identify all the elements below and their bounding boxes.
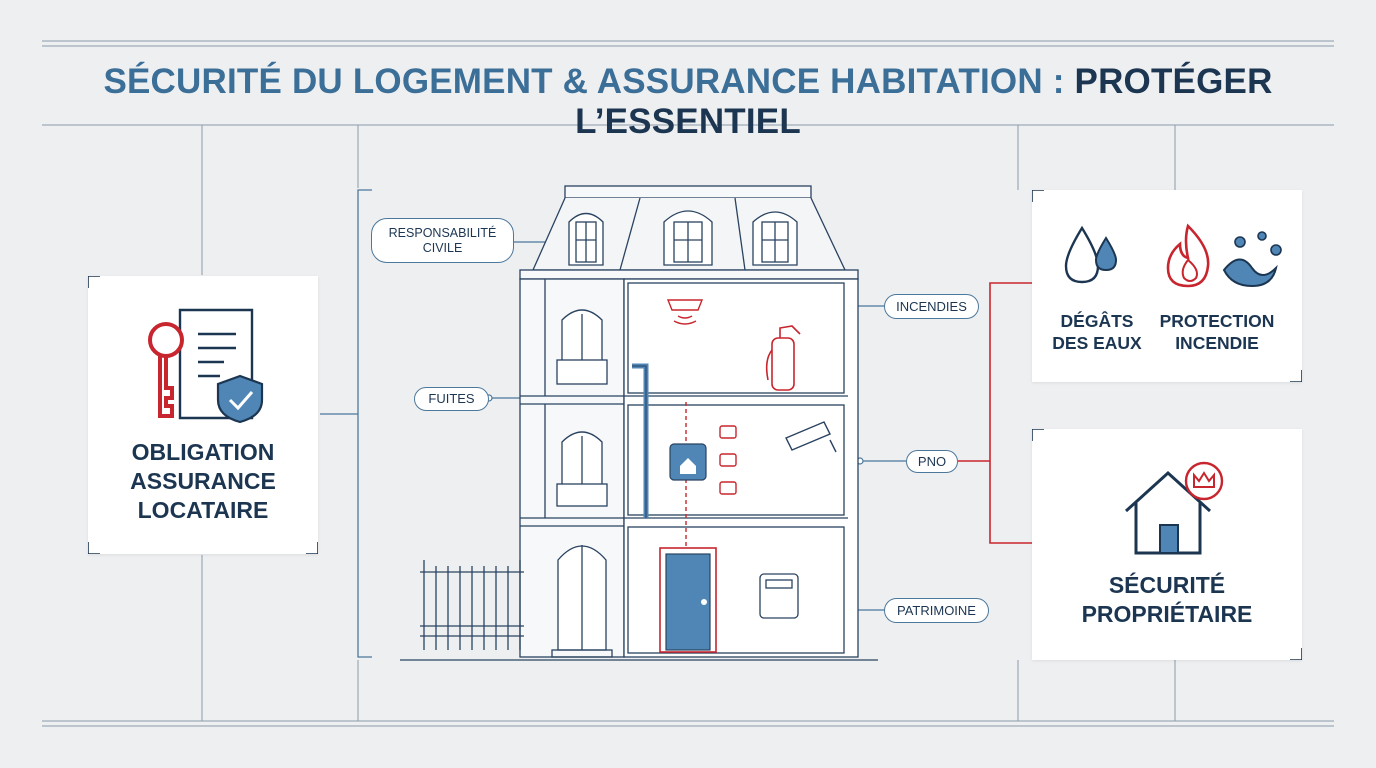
document-lines: [198, 332, 236, 378]
callout-incendies: INCENDIES: [884, 294, 979, 319]
label-line: LOCATAIRE: [137, 496, 269, 523]
key-icon: [148, 322, 184, 418]
label-line: SÉCURITÉ: [1108, 572, 1226, 598]
label-line: INCENDIE: [1175, 332, 1259, 353]
alarm-keypad-icon: [759, 573, 799, 619]
flame-icon: [1166, 223, 1210, 288]
key-document-shield-icon: [148, 308, 264, 424]
red-connectors: [958, 282, 1032, 544]
callout-fuites: FUITES: [414, 387, 489, 411]
house-crown-icon: [1124, 461, 1224, 555]
water-pipe-icon: [632, 363, 649, 518]
card-degats-protection: DÉGÂTS DES EAUX PROTECTION INCENDIE: [1032, 190, 1302, 382]
label-securite-proprietaire: SÉCURITÉ PROPRIÉTAIRE: [1032, 571, 1302, 629]
callout-line: CIVILE: [422, 240, 463, 255]
label-line: PROPRIÉTAIRE: [1081, 600, 1253, 627]
smoke-detector-icon: [666, 299, 704, 325]
callout-pno: PNO: [906, 450, 958, 473]
title-part2: PROTÉGER L’ESSENTIEL: [575, 62, 1273, 141]
card-obligation-label: OBLIGATION ASSURANCE LOCATAIRE: [88, 438, 318, 524]
security-camera-icon: [785, 421, 837, 453]
callout-patrimoine: PATRIMOINE: [884, 598, 989, 623]
building-bracket: [357, 189, 372, 658]
label-line: DÉGÂTS: [1060, 311, 1134, 331]
building-illustration: [400, 185, 878, 661]
callout-line: RESPONSABILITÉ: [388, 225, 497, 240]
label-line: DES EAUX: [1052, 332, 1142, 353]
label-line: PROTECTION: [1159, 311, 1275, 331]
title-part1: SÉCURITÉ DU LOGEMENT & ASSURANCE HABITAT…: [103, 62, 1065, 101]
label-protection-incendie: PROTECTION INCENDIE: [1147, 311, 1287, 355]
sensor-icons: [719, 425, 737, 495]
page-title: SÉCURITÉ DU LOGEMENT & ASSURANCE HABITAT…: [0, 62, 1376, 142]
frame-lines: [42, 40, 1334, 727]
label-line: OBLIGATION: [131, 439, 275, 465]
card-securite-proprietaire: SÉCURITÉ PROPRIÉTAIRE: [1032, 429, 1302, 660]
card-obligation-locataire: OBLIGATION ASSURANCE LOCATAIRE: [88, 276, 318, 554]
water-splash-icon: [1222, 231, 1282, 288]
label-degats-des-eaux: DÉGÂTS DES EAUX: [1032, 311, 1162, 355]
callout-responsabilite-civile: RESPONSABILITÉ CIVILE: [371, 218, 514, 263]
water-drops-icon: [1064, 225, 1118, 284]
home-hub-icon: [669, 443, 707, 481]
shield-check-icon: [216, 374, 264, 424]
label-line: ASSURANCE: [130, 467, 276, 494]
fire-extinguisher-icon: [765, 325, 801, 391]
armored-door-icon: [659, 547, 717, 653]
